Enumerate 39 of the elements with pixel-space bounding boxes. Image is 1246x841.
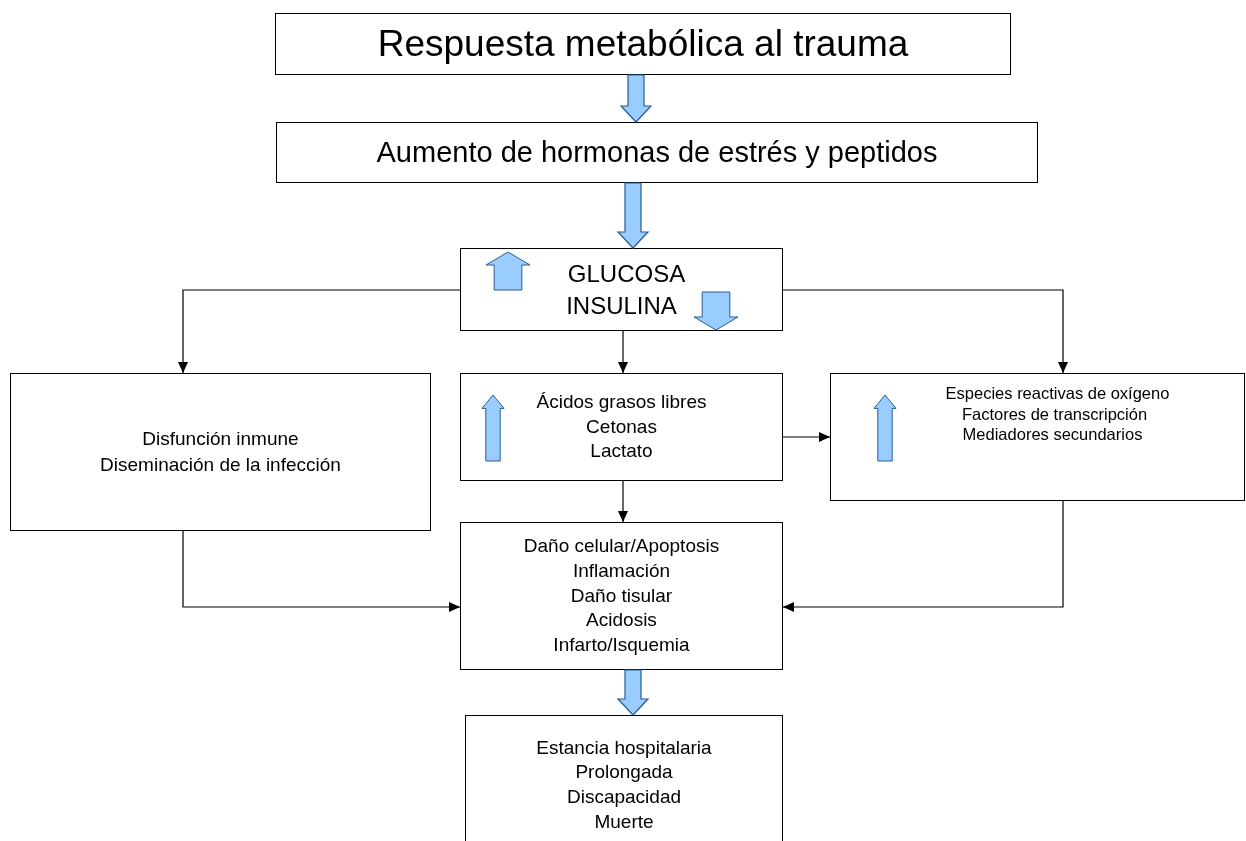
box-text: Daño tisular <box>570 583 673 608</box>
box-text: Ácidos grasos libres <box>536 389 707 414</box>
process-box <box>465 715 783 841</box>
box-text: Infarto/Isquemia <box>553 633 690 658</box>
box-text: Diseminación de la infección <box>100 453 341 477</box>
process-box <box>830 373 1245 501</box>
box-text: Inflamación <box>572 558 671 583</box>
process-box <box>460 522 783 670</box>
box-text: Mediadores secundarios <box>962 424 1143 445</box>
box-text: Disfunción inmune <box>142 427 299 452</box>
process-box <box>10 373 431 531</box>
box-text: Cetonas <box>586 414 657 439</box>
box-text: Aumento de hormonas de estrés y peptidos <box>376 135 938 170</box>
box-text: Factores de transcripción <box>961 403 1148 425</box>
box-text: Muerte <box>594 809 654 834</box>
box-text: Prolongada <box>575 760 673 785</box>
box-text: INSULINA <box>566 290 677 321</box>
block-arrow <box>619 74 653 123</box>
process-box <box>460 373 783 481</box>
box-text: GLUCOSA <box>567 259 686 290</box>
arrow <box>618 330 628 374</box>
arrow <box>618 480 628 523</box>
arrow <box>782 432 831 442</box>
box-text: Lactato <box>590 439 653 464</box>
box-text: Acidosis <box>586 608 657 633</box>
block-arrow <box>616 182 650 249</box>
arrow <box>178 289 461 374</box>
box-text: Respuesta metabólica al trauma <box>377 21 909 66</box>
box-text: Estancia hospitalaria <box>536 735 712 760</box>
block-arrow <box>616 669 650 716</box>
arrow <box>782 289 1068 374</box>
box-text: Especies reactivas de oxígeno <box>945 383 1170 404</box>
process-box <box>275 13 1011 75</box>
box-text: Discapacidad <box>566 785 682 809</box>
process-box <box>460 248 783 331</box>
arrow <box>782 500 1064 612</box>
box-text: Daño celular/Apoptosis <box>523 534 720 559</box>
arrow <box>182 530 461 612</box>
process-box <box>276 122 1038 183</box>
